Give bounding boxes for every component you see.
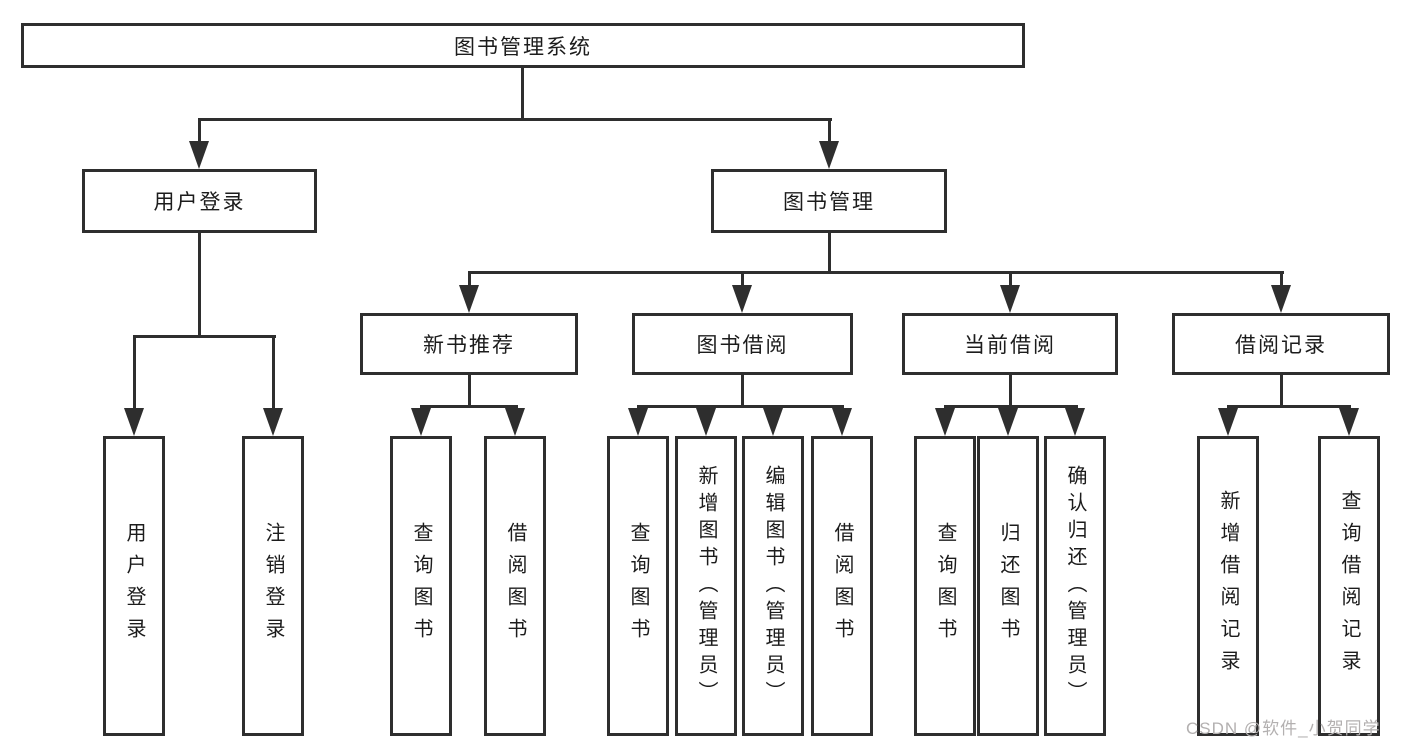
arrow-shaft xyxy=(197,118,201,143)
arrow-down-icon xyxy=(124,408,144,436)
arrow-shaft xyxy=(1279,271,1283,287)
connector-login-vline xyxy=(197,232,201,338)
leaf-recommend-borrow-book: 借阅图书 xyxy=(484,436,546,736)
arrow-down-icon xyxy=(1339,408,1359,436)
connector-manage-hline xyxy=(467,271,1284,274)
connector-login-hline xyxy=(132,335,276,338)
node-book-borrow-label: 图书借阅 xyxy=(696,334,789,357)
arrow-down-icon xyxy=(1065,408,1085,436)
connector-current-hline xyxy=(943,405,1078,408)
connector-borrow-vline xyxy=(740,374,744,408)
connector-root-hline xyxy=(197,118,832,121)
leaf-recommend-borrow-book-label: 借阅图书 xyxy=(504,522,526,650)
arrow-shaft xyxy=(827,118,831,143)
leaf-add-borrow-record-label: 新增借阅记录 xyxy=(1217,490,1239,682)
leaf-confirm-return-admin-label: 确认归还（管理员） xyxy=(1064,464,1086,708)
connector-recommend-hline xyxy=(419,405,518,408)
leaf-add-book-admin: 新增图书（管理员） xyxy=(675,436,737,736)
arrow-down-icon xyxy=(1271,285,1291,313)
leaf-query-borrow-record-label: 查询借阅记录 xyxy=(1338,490,1360,682)
node-user-login: 用户登录 xyxy=(82,169,317,233)
arrow-down-icon xyxy=(1218,408,1238,436)
node-book-borrow: 图书借阅 xyxy=(632,313,853,375)
connector-borrow-hline xyxy=(636,405,844,408)
connector-record-vline xyxy=(1279,374,1283,408)
arrow-down-icon xyxy=(935,408,955,436)
node-borrow-record: 借阅记录 xyxy=(1172,313,1390,375)
leaf-edit-book-admin-label: 编辑图书（管理员） xyxy=(762,464,784,708)
leaf-current-query-book-label: 查询图书 xyxy=(934,522,956,650)
leaf-borrow-book: 借阅图书 xyxy=(811,436,873,736)
arrow-down-icon xyxy=(263,408,283,436)
root-node: 图书管理系统 xyxy=(21,23,1025,68)
arrow-down-icon xyxy=(998,408,1018,436)
arrow-shaft xyxy=(1008,271,1012,287)
leaf-borrow-query-book: 查询图书 xyxy=(607,436,669,736)
arrow-down-icon xyxy=(832,408,852,436)
root-node-label: 图书管理系统 xyxy=(454,35,592,59)
arrow-shaft xyxy=(132,335,136,410)
node-user-login-label: 用户登录 xyxy=(153,191,246,214)
csdn-watermark: CSDN @软件_小贺同学 xyxy=(1186,719,1381,738)
node-book-manage: 图书管理 xyxy=(711,169,947,233)
leaf-return-book-label: 归还图书 xyxy=(997,522,1019,650)
arrow-shaft xyxy=(467,271,471,287)
leaf-add-book-admin-label: 新增图书（管理员） xyxy=(695,464,717,708)
leaf-add-borrow-record: 新增借阅记录 xyxy=(1197,436,1259,736)
arrow-down-icon xyxy=(505,408,525,436)
arrow-down-icon xyxy=(732,285,752,313)
node-new-book-recommend-label: 新书推荐 xyxy=(423,334,515,357)
leaf-logout: 注销登录 xyxy=(242,436,304,736)
leaf-recommend-query-book: 查询图书 xyxy=(390,436,452,736)
leaf-return-book: 归还图书 xyxy=(977,436,1039,736)
arrow-shaft xyxy=(271,335,275,410)
leaf-edit-book-admin: 编辑图书（管理员） xyxy=(742,436,804,736)
connector-record-hline xyxy=(1226,405,1351,408)
connector-recommend-vline xyxy=(467,374,471,408)
leaf-recommend-query-book-label: 查询图书 xyxy=(410,522,432,650)
arrow-shaft xyxy=(740,271,744,287)
leaf-borrow-query-book-label: 查询图书 xyxy=(627,522,649,650)
node-current-borrow: 当前借阅 xyxy=(902,313,1118,375)
arrow-down-icon xyxy=(696,408,716,436)
node-book-manage-label: 图书管理 xyxy=(783,191,875,214)
leaf-user-login: 用户登录 xyxy=(103,436,165,736)
arrow-down-icon xyxy=(189,141,209,169)
arrow-down-icon xyxy=(459,285,479,313)
node-new-book-recommend: 新书推荐 xyxy=(360,313,578,375)
arrow-down-icon xyxy=(628,408,648,436)
leaf-current-query-book: 查询图书 xyxy=(914,436,976,736)
leaf-user-login-label: 用户登录 xyxy=(123,522,145,650)
leaf-borrow-book-label: 借阅图书 xyxy=(831,522,853,650)
leaf-logout-label: 注销登录 xyxy=(262,522,284,650)
connector-manage-vline xyxy=(827,232,831,274)
connector-root-vline xyxy=(521,67,524,120)
arrow-down-icon xyxy=(763,408,783,436)
node-borrow-record-label: 借阅记录 xyxy=(1235,334,1327,357)
arrow-down-icon xyxy=(1000,285,1020,313)
arrow-down-icon xyxy=(819,141,839,169)
node-current-borrow-label: 当前借阅 xyxy=(964,334,1056,357)
arrow-down-icon xyxy=(411,408,431,436)
leaf-confirm-return-admin: 确认归还（管理员） xyxy=(1044,436,1106,736)
leaf-query-borrow-record: 查询借阅记录 xyxy=(1318,436,1380,736)
connector-current-vline xyxy=(1008,374,1012,408)
